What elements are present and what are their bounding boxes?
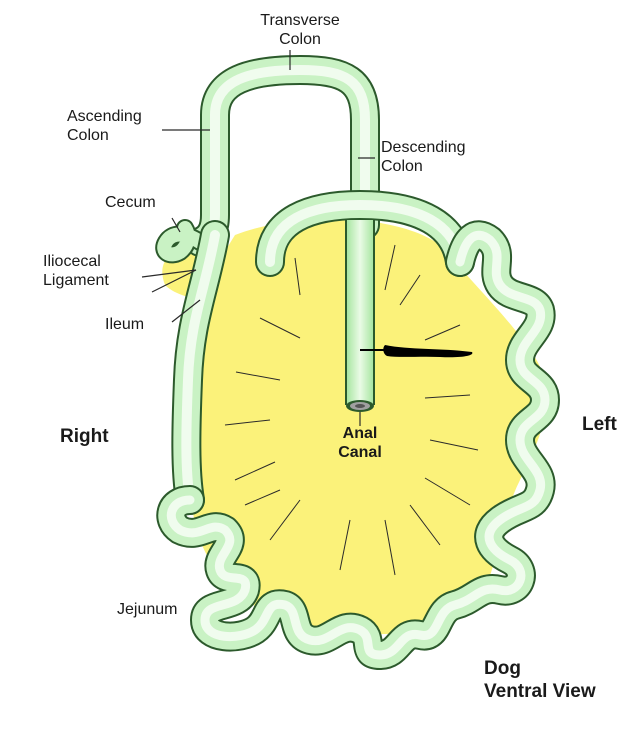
label-left: Left <box>582 414 617 435</box>
rectum <box>345 220 375 412</box>
label-jejunum: Jejunum <box>117 601 178 618</box>
label-ventral-view: Ventral View <box>484 681 596 702</box>
label-right: Right <box>60 426 109 447</box>
label-ascending-colon: Ascending Colon <box>67 108 142 144</box>
label-descending-colon: Descending Colon <box>381 139 466 175</box>
jejunum-coils <box>156 220 560 670</box>
label-anal-canal: Anal Canal <box>338 425 382 461</box>
marker-stroke <box>383 345 473 358</box>
label-iliocecal-ligament: Iliocecal Ligament <box>43 253 109 289</box>
cecum <box>155 219 209 264</box>
label-dog: Dog <box>484 658 521 679</box>
mesentery-radial-lines <box>224 244 479 576</box>
leader-lines <box>141 50 375 426</box>
ileum-tube <box>171 220 230 515</box>
label-cecum: Cecum <box>105 194 156 211</box>
descending-colon-arch <box>255 189 475 277</box>
label-transverse-colon: Transverse Colon <box>260 12 340 48</box>
label-ileum: Ileum <box>105 316 145 333</box>
